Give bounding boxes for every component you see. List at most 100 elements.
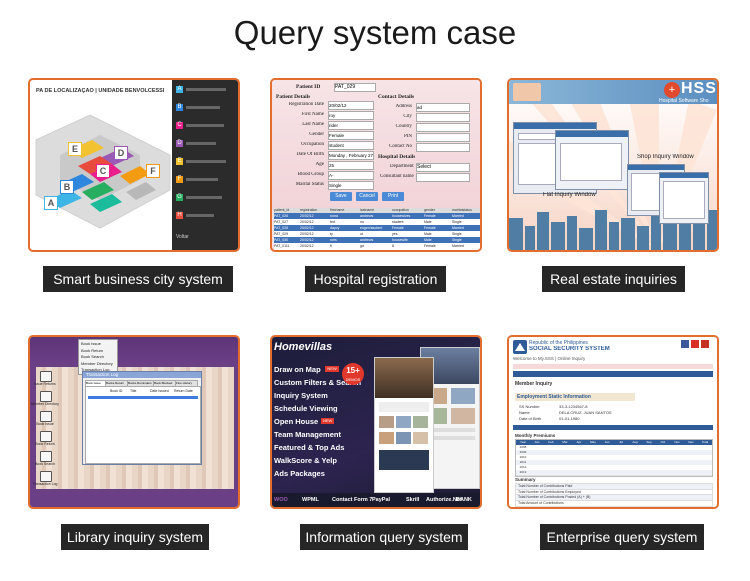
zone-a-tag[interactable]: A [44, 196, 58, 210]
library-menu-item[interactable]: Book Issue [81, 341, 101, 346]
department-select[interactable]: Select [416, 163, 470, 172]
library-column-header[interactable]: Return Date [174, 389, 193, 393]
feature-menu-item[interactable]: Schedule Viewing [274, 404, 338, 413]
library-tool-icon[interactable] [40, 451, 52, 462]
zone-c-tag[interactable]: C [96, 164, 110, 178]
table-header-cell[interactable]: maritalstatus [452, 208, 472, 212]
library-tool-icon[interactable] [40, 371, 52, 382]
sidebar-letter-a[interactable]: A [176, 86, 183, 93]
patient-field-input[interactable]: 20/02/12 [328, 101, 374, 110]
patient-field-input[interactable]: rider [328, 121, 374, 130]
zone-d-tag[interactable]: D [114, 146, 128, 160]
patient-id-field[interactable]: PAT_029 [334, 83, 376, 92]
sidebar-letter-c[interactable]: C [176, 122, 183, 129]
table-cell: 20/02/12 [300, 226, 314, 230]
feature-menu-item[interactable]: Team Management [274, 430, 341, 439]
contact-field-input[interactable]: ad [416, 103, 470, 112]
zone-b-tag[interactable]: B [60, 180, 74, 194]
inquiry-tabs[interactable] [513, 425, 713, 430]
sidebar-back-link[interactable]: Voltar [176, 234, 189, 240]
print-button[interactable]: Print [382, 192, 404, 201]
share-icon[interactable] [691, 340, 699, 348]
library-column-header[interactable]: Title [130, 389, 137, 393]
feature-menu-item[interactable]: Open House [274, 417, 319, 426]
contact-field-input[interactable] [416, 123, 470, 132]
sidebar-letter-b[interactable]: B [176, 104, 183, 111]
patient-field-input[interactable]: 25 [328, 161, 374, 170]
library-column-header[interactable]: Date Issued [150, 389, 169, 393]
zone-e-tag[interactable]: E [68, 142, 82, 156]
shop-inquiry-window-back[interactable] [659, 172, 709, 224]
feature-menu-item[interactable]: Featured & Top Ads [274, 443, 345, 452]
table-cell: nu [360, 220, 364, 224]
patient-field-input[interactable]: student [328, 141, 374, 150]
sss-nav-bar[interactable] [513, 371, 713, 377]
consultant-field[interactable] [416, 173, 470, 182]
patient-details-heading: Patient Details [276, 94, 311, 100]
shop-inquiry-caption: Shop Inquiry Window [637, 154, 694, 160]
cancel-button[interactable]: Cancel [356, 192, 378, 201]
library-tool-icon[interactable] [40, 391, 52, 402]
card-smart-city[interactable]: PA DE LOCALIZAÇÃO | UNIDADE BENVOLCESSI … [28, 78, 240, 252]
patient-field-input[interactable]: A- [328, 171, 374, 180]
table-cell: 20/02/12 [300, 244, 314, 248]
table-header-cell[interactable]: registration [300, 208, 318, 212]
card-label-real-estate: Real estate inquiries [542, 266, 685, 292]
table-header-cell[interactable]: gender [424, 208, 435, 212]
demos-count: 15+ [346, 366, 360, 375]
zone-f-tag[interactable]: F [146, 164, 160, 178]
table-header-cell[interactable]: occupation [392, 208, 409, 212]
sidebar-letter-g[interactable]: G [176, 194, 183, 201]
patient-field-input[interactable]: Single [328, 181, 374, 190]
table-header-cell[interactable]: lastname [360, 208, 375, 212]
contact-field-input[interactable] [416, 143, 470, 152]
sidebar-letter-h[interactable]: H [176, 212, 183, 219]
feature-menu-item[interactable]: Custom Filters & Search [274, 378, 362, 387]
table-header-cell[interactable]: firstname [330, 208, 345, 212]
library-menu-item[interactable]: Member Directory [81, 360, 113, 366]
card-real-estate[interactable]: + HSS Hospital Software Sho Flat Inquiry… [507, 78, 719, 252]
facebook-icon[interactable] [681, 340, 689, 348]
library-tool-icon[interactable] [40, 411, 52, 422]
library-tool-icon[interactable] [40, 431, 52, 442]
library-menu-item[interactable]: Book Return [81, 347, 104, 353]
table-cell: student [392, 220, 404, 224]
card-hospital[interactable]: Patient ID PAT_029 Patient Details Conta… [270, 78, 482, 252]
contact-field-input[interactable] [416, 113, 470, 122]
sidebar-letter-e[interactable]: E [176, 158, 183, 165]
sidebar-letter-f[interactable]: F [176, 176, 183, 183]
library-tool-icon[interactable] [40, 471, 52, 482]
card-enterprise[interactable]: Republic of the Philippines SOCIAL SECUR… [507, 335, 719, 509]
library-menu-item[interactable]: Book Search [81, 354, 104, 359]
partner-logo: BANK [456, 497, 472, 503]
patient-field-input[interactable]: Monday , February 27, 2012 [328, 151, 374, 160]
contact-field-label: Address [395, 104, 412, 109]
patient-field-input[interactable]: Female [328, 131, 374, 140]
library-menu-item[interactable]: Transaction Log [81, 367, 110, 372]
contact-field-input[interactable] [416, 133, 470, 142]
pdf-icon[interactable] [701, 340, 709, 348]
feature-menu-item[interactable]: Ads Packages [274, 469, 325, 478]
sidebar-letter-d[interactable]: D [176, 140, 183, 147]
library-column-header[interactable]: Book ID [110, 389, 123, 393]
month-header: Jan [534, 440, 540, 444]
save-button[interactable]: Save [330, 192, 352, 201]
feature-menu-item[interactable]: WalkScore & Yelp [274, 456, 337, 465]
library-tool-label: Book Return [35, 442, 55, 446]
feature-menu-item[interactable]: Inquiry System [274, 391, 328, 400]
selected-transaction-row[interactable] [88, 396, 198, 399]
feature-menu-item[interactable]: Draw on Map [274, 365, 321, 374]
flat-inquiry-window-back[interactable] [555, 130, 629, 190]
table-header-cell[interactable]: patient_id [274, 208, 290, 212]
patient-field-input[interactable]: roy [328, 111, 374, 120]
table-cell: Female [424, 214, 436, 218]
